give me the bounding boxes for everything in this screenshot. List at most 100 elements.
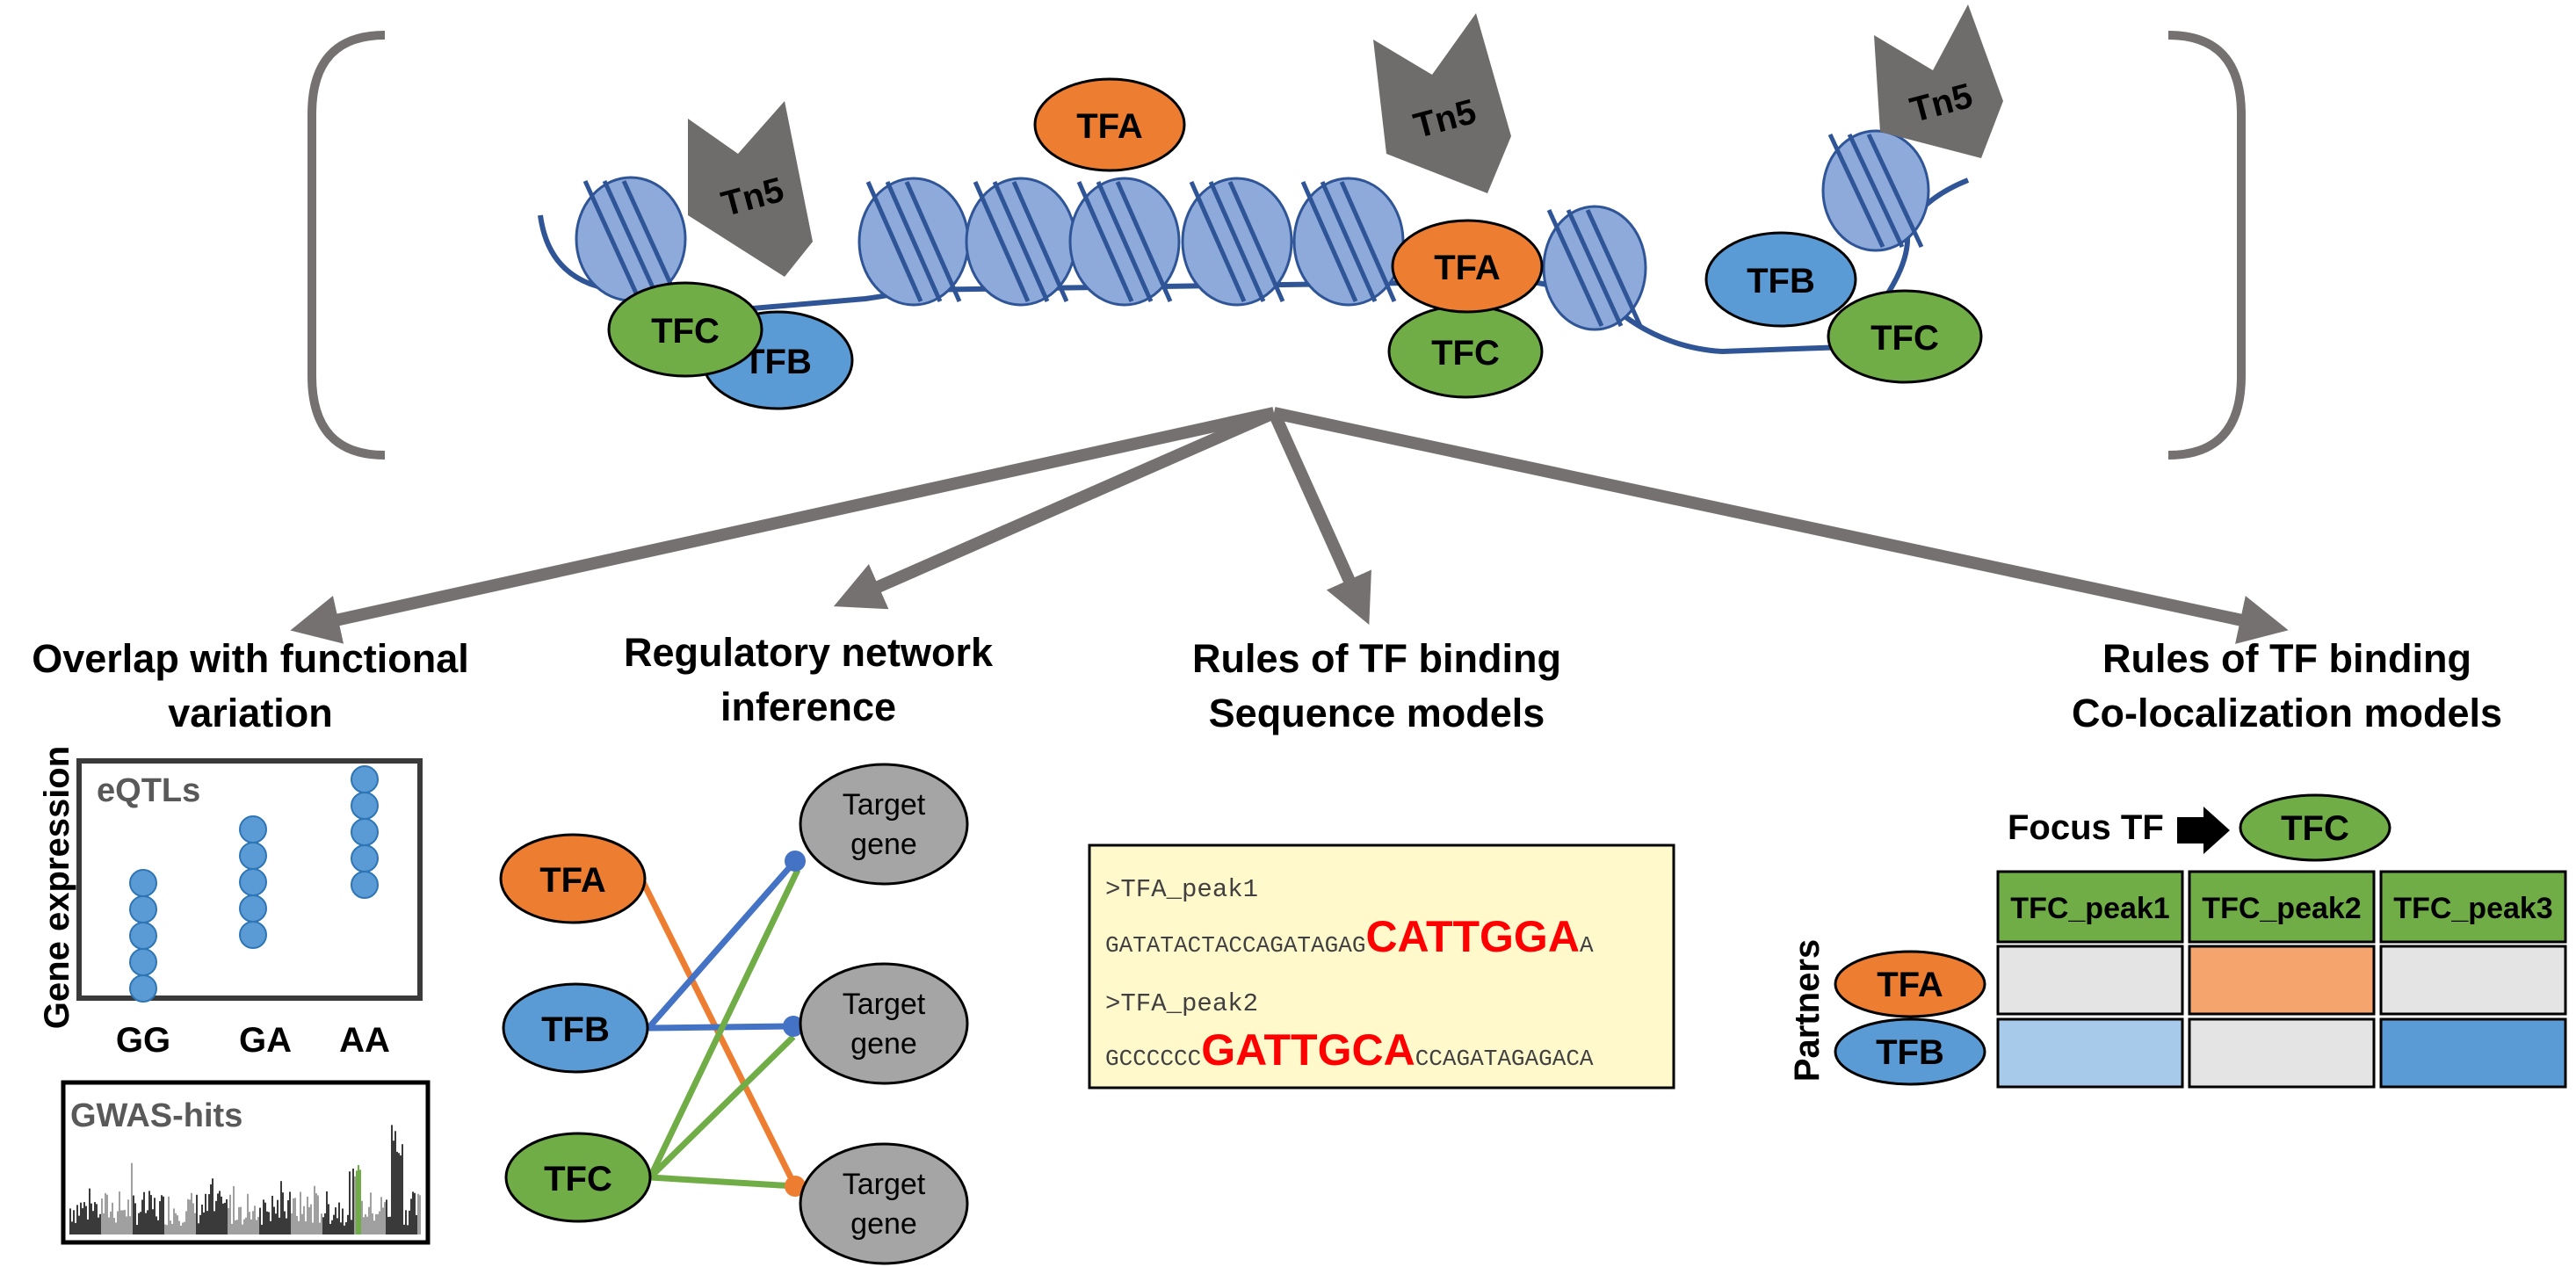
arrow-to-colocalization	[1272, 407, 2289, 644]
network-panel: Regulatory network inference TFA TFB TFC	[499, 630, 994, 1265]
cell-tfa-peak2	[2188, 945, 2376, 1016]
nucleosome	[1821, 129, 1930, 252]
eqtl-label: eQTLs	[97, 772, 200, 809]
nucleosome	[857, 177, 970, 307]
functional-title-line2: variation	[168, 691, 333, 735]
target-label-line2: gene	[850, 1207, 917, 1241]
row-tfa-ellipse	[1834, 950, 1986, 1018]
col-header-peak2-label: TFC_peak2	[2202, 892, 2361, 925]
tfa-ellipse	[1391, 219, 1544, 314]
eqtl-dot	[351, 792, 379, 820]
target-gene-1: Target gene	[799, 763, 969, 886]
dna-wrap	[1189, 180, 1247, 303]
tfa-middle: TFA	[1391, 219, 1544, 314]
nucleosome	[1292, 177, 1405, 307]
network-tf-tfa: TFA	[499, 833, 647, 924]
tfa-label: TFA	[1434, 249, 1501, 287]
peak1-header: >TFA_peak1	[1105, 875, 1258, 904]
nucleosome	[1542, 205, 1647, 331]
cell-tfb-peak3	[2379, 1017, 2567, 1089]
tfc-ellipse	[1827, 289, 1983, 384]
tfb-label: TFB	[541, 1010, 610, 1049]
peak2-motif: GATTGCA	[1201, 1025, 1415, 1075]
target-label-line1: Target	[843, 788, 926, 822]
partners-label: Partners	[1788, 939, 1827, 1082]
genotype-aa: AA	[339, 1021, 390, 1060]
cell-tfa-peak1	[1996, 945, 2184, 1016]
eqtl-dot	[351, 765, 379, 793]
dna-wrap	[1339, 180, 1397, 303]
network-edges	[638, 851, 806, 1197]
peak1-prefix: GATATACTACCAGATAGAG	[1105, 932, 1365, 959]
dna-wrap	[1566, 208, 1624, 328]
cell-tfb-peak1	[1996, 1017, 2184, 1089]
tfc-label: TFC	[1870, 319, 1939, 358]
nucleosome	[1068, 177, 1181, 307]
target-gene-2: Target gene	[799, 962, 969, 1085]
focus-tfc-label: TFC	[2281, 809, 2349, 848]
peak1-sequence: GATATACTACCAGATAGAGCATTGGAA	[1105, 912, 1594, 961]
dna-wrap	[1011, 180, 1069, 303]
target-label-line1: Target	[843, 1168, 926, 1201]
tn5-icon	[688, 101, 813, 277]
sequence-title-line1: Rules of TF binding	[1192, 636, 1561, 681]
tfc-ellipse	[504, 1132, 652, 1223]
eqtl-dot	[129, 974, 157, 1003]
edge-end-dot	[785, 851, 806, 872]
nucleosome	[1181, 177, 1293, 307]
network-tf-tfb: TFB	[502, 982, 649, 1074]
arrow-to-functional	[290, 407, 1276, 644]
eqtl-dot	[129, 895, 157, 923]
sequence-title-line2: Sequence models	[1209, 691, 1545, 735]
target-ellipse	[799, 962, 969, 1085]
nucleosome	[965, 177, 1077, 307]
row-tfa-label: TFA	[1877, 966, 1943, 1004]
dna-wrap	[582, 179, 640, 299]
focus-arrow-icon	[2177, 807, 2230, 854]
gwas-box	[61, 1080, 431, 1245]
edge-tfb-target1	[646, 858, 798, 1031]
left-bracket	[308, 31, 386, 460]
eqtl-dot	[239, 921, 267, 949]
focus-tfc-ellipse	[2239, 793, 2391, 862]
row-tfb-ellipse	[1834, 1017, 1986, 1086]
tfb-label: TFB	[1747, 262, 1815, 300]
gwas-label: GWAS-hits	[70, 1097, 242, 1134]
gene-expression-axis-label: Gene expression	[38, 746, 76, 1029]
tfc-label: TFC	[651, 312, 720, 351]
tfc-left: TFC	[607, 281, 763, 378]
tfa-top: TFA	[1033, 77, 1186, 172]
eqtl-dot	[351, 844, 379, 872]
dna-wrap	[1096, 180, 1154, 303]
nucleosomes	[575, 129, 1930, 331]
peak2-suffix: CCAGATAGAGACA	[1415, 1046, 1594, 1072]
tfb-ellipse	[1704, 231, 1857, 328]
cell-tfb-peak2	[2188, 1017, 2376, 1089]
tfa-label: TFA	[1076, 107, 1143, 146]
col-header-peak3	[2379, 870, 2567, 944]
eqtl-dot	[239, 842, 267, 870]
eqtl-dot	[129, 922, 157, 950]
target-gene-3: Target gene	[799, 1142, 969, 1265]
edge-tfc-target1	[647, 868, 801, 1179]
tfc-label: TFC	[1431, 334, 1500, 373]
edge-end-dot	[785, 1176, 806, 1197]
tn5-icon	[1874, 4, 2003, 158]
tn5-1: Tn5	[688, 101, 813, 277]
peak2-header: >TFA_peak2	[1105, 989, 1258, 1018]
target-ellipse	[799, 763, 969, 886]
col-header-peak2	[2188, 870, 2376, 944]
sequence-box	[1088, 843, 1675, 1090]
row-tfb-label: TFB	[1876, 1033, 1944, 1072]
arrow-to-network	[833, 407, 1277, 610]
tfc-middle: TFC	[1387, 304, 1544, 399]
tfc-ellipse	[607, 281, 763, 378]
arrow-to-sequence	[1268, 410, 1371, 625]
dna-wrap	[1076, 180, 1134, 303]
cell-tfa-peak3	[2379, 945, 2567, 1016]
edge-tfc-target3	[649, 1174, 796, 1190]
network-title-line2: inference	[720, 684, 896, 729]
edge-end-dot	[783, 1016, 804, 1037]
eqtl-dot	[351, 871, 379, 899]
